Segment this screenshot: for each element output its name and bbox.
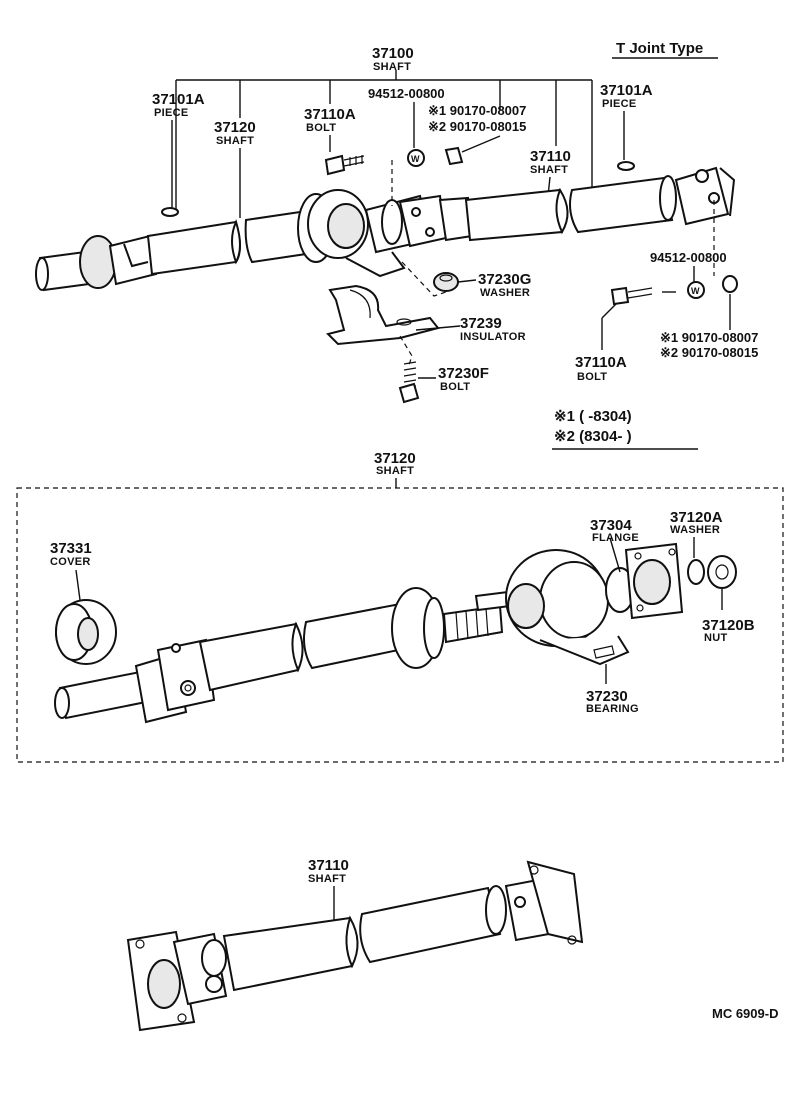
svg-text:37101A: 37101A bbox=[600, 82, 653, 99]
svg-text:WASHER: WASHER bbox=[670, 524, 720, 536]
bolt-head-right bbox=[610, 286, 630, 306]
svg-text:SHAFT: SHAFT bbox=[308, 873, 346, 885]
svg-text:※1 90170-08007: ※1 90170-08007 bbox=[428, 103, 526, 118]
label-37110a-top: 37110A BOLT bbox=[304, 106, 356, 134]
note-1: ※1 ( -8304) bbox=[554, 408, 632, 425]
label-37110-top: 37110 SHAFT bbox=[530, 148, 571, 176]
washer-w-right bbox=[687, 281, 705, 299]
svg-text:37230F: 37230F bbox=[438, 365, 489, 382]
svg-text:INSULATOR: INSULATOR bbox=[460, 331, 526, 343]
assembly-bracket bbox=[175, 70, 593, 210]
detail-shaft-37120 bbox=[54, 587, 512, 724]
svg-text:※1 90170-08007: ※1 90170-08007 bbox=[660, 330, 758, 345]
svg-text:37230: 37230 bbox=[586, 688, 628, 705]
bolt-37230f bbox=[398, 361, 420, 404]
insulator-37239 bbox=[326, 284, 440, 346]
rear-shaft-tube-a bbox=[464, 188, 567, 242]
label-37230g: 37230G WASHER bbox=[478, 271, 531, 299]
nut-37120b bbox=[707, 555, 737, 589]
label-94512-top: 94512-00800 bbox=[368, 86, 445, 101]
label-37100: 37100 SHAFT bbox=[372, 45, 414, 73]
diagram-title: T Joint Type bbox=[616, 40, 703, 57]
front-shaft-tube-b bbox=[244, 210, 308, 264]
footer-code: MC 6909-D bbox=[712, 1006, 778, 1021]
label-37304: 37304 FLANGE bbox=[590, 517, 639, 544]
bottom-shaft-37110 bbox=[126, 860, 584, 1032]
label-37120-top: 37120 SHAFT bbox=[214, 119, 256, 147]
label-nut-codes-top: ※1 90170-08007 ※2 90170-08015 bbox=[428, 103, 526, 134]
svg-text:※2 90170-08015: ※2 90170-08015 bbox=[660, 345, 758, 360]
label-37101a-right: 37101A PIECE bbox=[600, 82, 653, 110]
svg-text:FLANGE: FLANGE bbox=[592, 532, 639, 544]
svg-text:BOLT: BOLT bbox=[306, 122, 336, 134]
svg-text:SHAFT: SHAFT bbox=[373, 61, 411, 73]
bolt-head-top bbox=[324, 154, 346, 176]
svg-text:SHAFT: SHAFT bbox=[216, 135, 254, 147]
washer-37230g bbox=[433, 272, 459, 292]
bearing-bracket-top bbox=[345, 251, 406, 278]
svg-text:37110A: 37110A bbox=[575, 354, 627, 371]
svg-text:W: W bbox=[691, 286, 700, 296]
production-notes: ※1 ( -8304) ※2 (8304- ) bbox=[552, 408, 698, 450]
top-shaft-assembly bbox=[35, 161, 736, 292]
svg-text:SHAFT: SHAFT bbox=[376, 465, 414, 477]
svg-text:94512-00800: 94512-00800 bbox=[650, 250, 727, 265]
top-fasteners: W bbox=[324, 146, 464, 206]
rear-shaft-tube-b bbox=[569, 176, 674, 234]
label-94512-right: 94512-00800 bbox=[650, 250, 727, 265]
svg-text:37230G: 37230G bbox=[478, 271, 531, 288]
svg-text:37331: 37331 bbox=[50, 540, 92, 557]
dust-cover-37331 bbox=[55, 599, 117, 665]
piece-washer-right bbox=[617, 161, 635, 171]
svg-text:37120A: 37120A bbox=[670, 509, 723, 526]
center-bearing-37230 bbox=[505, 549, 635, 666]
svg-text:37100: 37100 bbox=[372, 45, 414, 62]
note-2: ※2 (8304- ) bbox=[554, 428, 632, 445]
label-37120b: 37120B NUT bbox=[702, 617, 755, 644]
piece-washer-left bbox=[161, 207, 179, 217]
label-37230f: 37230F BOLT bbox=[438, 365, 489, 393]
nut-right bbox=[722, 275, 738, 293]
flange-37304 bbox=[624, 542, 684, 620]
label-37120-detail: 37120 SHAFT bbox=[374, 450, 416, 477]
label-37110a-right: 37110A BOLT bbox=[575, 354, 627, 383]
washer-w-top bbox=[407, 149, 425, 167]
svg-text:COVER: COVER bbox=[50, 556, 91, 568]
svg-text:37304: 37304 bbox=[590, 517, 632, 534]
label-37230: 37230 BEARING bbox=[586, 688, 639, 715]
right-fasteners: W bbox=[610, 275, 738, 306]
svg-text:37120: 37120 bbox=[374, 450, 416, 467]
svg-text:W: W bbox=[411, 154, 420, 164]
detail-box bbox=[16, 487, 784, 763]
svg-text:PIECE: PIECE bbox=[602, 98, 637, 110]
nut-top bbox=[444, 146, 464, 166]
label-37101a-left: 37101A PIECE bbox=[152, 91, 205, 119]
svg-text:37110: 37110 bbox=[530, 148, 571, 165]
svg-text:PIECE: PIECE bbox=[154, 107, 189, 119]
washer-37120a bbox=[687, 559, 705, 585]
svg-text:37110: 37110 bbox=[308, 857, 349, 874]
svg-text:37110A: 37110A bbox=[304, 106, 356, 123]
svg-text:37120: 37120 bbox=[214, 119, 256, 136]
svg-text:37239: 37239 bbox=[460, 315, 502, 332]
svg-text:NUT: NUT bbox=[704, 632, 728, 644]
svg-text:SHAFT: SHAFT bbox=[530, 164, 568, 176]
label-nut-codes-right: ※1 90170-08007 ※2 90170-08015 bbox=[660, 330, 758, 360]
svg-text:BOLT: BOLT bbox=[577, 371, 607, 383]
svg-text:BEARING: BEARING bbox=[586, 703, 639, 715]
label-37120a: 37120A WASHER bbox=[670, 509, 723, 536]
svg-text:37120B: 37120B bbox=[702, 617, 755, 634]
label-37331: 37331 COVER bbox=[50, 540, 92, 568]
svg-text:94512-00800: 94512-00800 bbox=[368, 86, 445, 101]
svg-text:WASHER: WASHER bbox=[480, 287, 530, 299]
svg-text:※2 90170-08015: ※2 90170-08015 bbox=[428, 119, 526, 134]
svg-text:37101A: 37101A bbox=[152, 91, 205, 108]
front-shaft-tube-a bbox=[146, 220, 241, 276]
label-37110-bottom: 37110 SHAFT bbox=[308, 857, 349, 885]
svg-text:BOLT: BOLT bbox=[440, 381, 470, 393]
label-37239: 37239 INSULATOR bbox=[460, 315, 526, 343]
